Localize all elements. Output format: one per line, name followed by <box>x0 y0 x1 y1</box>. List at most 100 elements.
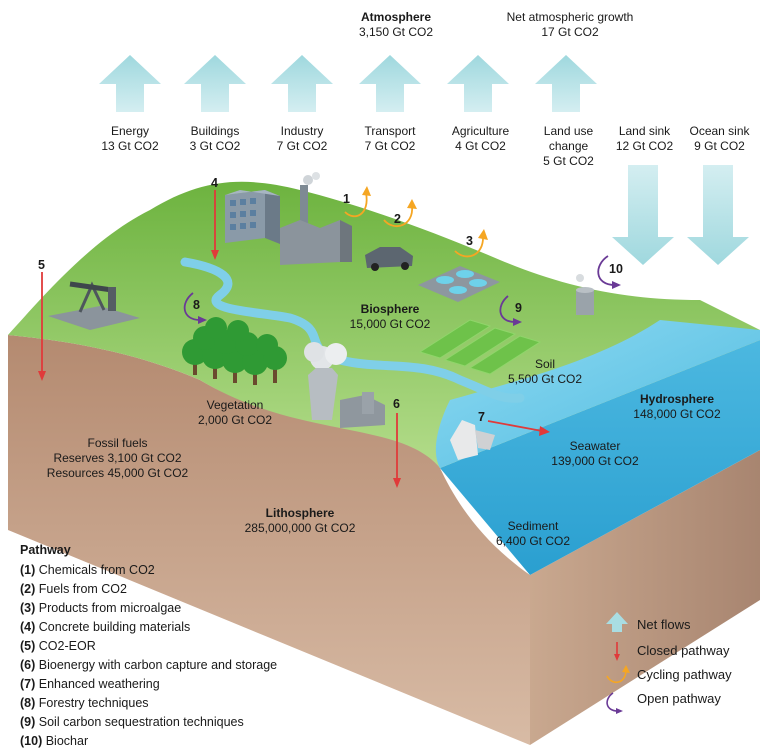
industry-flow-arrow <box>271 55 333 112</box>
closed-arrow-7 <box>487 420 543 432</box>
flow-industry: Industry 7 Gt CO2 <box>267 124 337 154</box>
cycling-arrow-2 <box>383 205 413 228</box>
agriculture-flow-arrow <box>447 55 509 112</box>
fossil-fuels-reserves: Reserves 3,100 Gt CO2 <box>53 451 182 465</box>
pathway-item-num: (7) <box>20 677 36 691</box>
oil-pump <box>48 281 140 330</box>
block-right-earth <box>530 450 760 745</box>
flow-agriculture: Agriculture 4 Gt CO2 <box>443 124 518 154</box>
flow-land-use-name-2: change <box>548 139 589 153</box>
open-arrow-10 <box>597 255 616 286</box>
flow-buildings-name: Buildings <box>190 124 240 138</box>
lithosphere-title: Lithosphere <box>265 506 335 520</box>
seawater-title: Seawater <box>569 439 621 453</box>
key-net-flows-label: Net flows <box>637 617 691 632</box>
pathway-item-label: Soil carbon sequestration techniques <box>38 715 244 729</box>
sink-land: Land sink 12 Gt CO2 <box>607 124 682 154</box>
fossil-fuels-title: Fossil fuels <box>87 436 148 450</box>
biochar-silo <box>576 274 594 315</box>
pathway-item: (8) Forestry techniques <box>20 694 277 713</box>
net-flows-key-icon <box>606 612 628 632</box>
sink-ocean: Ocean sink 9 Gt CO2 <box>682 124 757 154</box>
pathway-item-label: Enhanced weathering <box>38 677 160 691</box>
sink-land-value: 12 Gt CO2 <box>615 139 674 153</box>
vegetation-label: Vegetation 2,000 Gt CO2 <box>180 398 290 428</box>
flow-land-use-name-1: Land use <box>543 124 594 138</box>
pathway-item-label: Bioenergy with carbon capture and storag… <box>38 658 278 672</box>
atmosphere-value: 3,150 Gt CO2 <box>358 25 434 39</box>
pathway-item-num: (8) <box>20 696 36 710</box>
pathway-legend: Pathway (1) Chemicals from CO2 (2) Fuels… <box>20 541 277 751</box>
net-growth-label: Net atmospheric growth 17 Gt CO2 <box>490 10 650 40</box>
microalgae-ponds <box>418 266 500 302</box>
pathway-item-num: (4) <box>20 620 36 634</box>
pathway-number-5: 5 <box>38 258 45 272</box>
flow-energy-name: Energy <box>110 124 150 138</box>
land-sink-arrow <box>612 165 674 265</box>
soil-title: Soil <box>534 357 555 371</box>
soil-label: Soil 5,500 Gt CO2 <box>495 357 595 387</box>
pathway-item-num: (5) <box>20 639 36 653</box>
closed-pathway-key-icon <box>614 654 620 661</box>
pathway-item-num: (6) <box>20 658 36 672</box>
energy-flow-arrow <box>99 55 161 112</box>
flow-energy-value: 13 Gt CO2 <box>101 139 159 153</box>
flow-industry-value: 7 Gt CO2 <box>276 139 328 153</box>
pathway-item-num: (10) <box>20 734 43 748</box>
buildings-flow-arrow <box>184 55 246 112</box>
pathway-item-label: CO2-EOR <box>38 639 96 653</box>
flow-buildings-value: 3 Gt CO2 <box>189 139 241 153</box>
soil-value: 5,500 Gt CO2 <box>507 372 583 386</box>
soil-fields <box>418 319 542 375</box>
pathway-number-3: 3 <box>466 234 473 248</box>
fossil-fuels-resources: Resources 45,000 Gt CO2 <box>46 466 189 480</box>
factory <box>280 172 352 265</box>
seawater-label: Seawater 139,000 Gt CO2 <box>535 439 655 469</box>
ocean-surface <box>435 320 760 468</box>
sediment-label: Sediment 6,400 Gt CO2 <box>478 519 588 549</box>
forest <box>182 317 287 385</box>
river <box>180 257 525 403</box>
pathway-item: (6) Bioenergy with carbon capture and st… <box>20 656 277 675</box>
power-plant <box>304 342 385 428</box>
pathway-item: (2) Fuels from CO2 <box>20 580 277 599</box>
pathway-number-9: 9 <box>515 301 522 315</box>
flow-energy: Energy 13 Gt CO2 <box>95 124 165 154</box>
flow-agriculture-name: Agriculture <box>451 124 510 138</box>
pathway-number-7: 7 <box>478 410 485 424</box>
flow-transport-value: 7 Gt CO2 <box>364 139 416 153</box>
weathering-rocks <box>450 420 495 460</box>
atmosphere-title: Atmosphere <box>360 10 431 24</box>
pathway-item-num: (3) <box>20 601 36 615</box>
pathway-item-label: Products from microalgae <box>38 601 182 615</box>
pathway-number-8: 8 <box>193 298 200 312</box>
flow-industry-name: Industry <box>280 124 324 138</box>
fossil-fuels-label: Fossil fuels Reserves 3,100 Gt CO2 Resou… <box>25 436 210 481</box>
vegetation-value: 2,000 Gt CO2 <box>197 413 273 427</box>
cycling-pathway-arrows <box>344 186 488 258</box>
open-arrow-9 <box>499 295 516 323</box>
pathway-item-num: (9) <box>20 715 36 729</box>
cycling-arrow-1 <box>344 192 368 218</box>
sediment-title: Sediment <box>507 519 559 533</box>
pathway-item: (7) Enhanced weathering <box>20 675 277 694</box>
pathway-item: (3) Products from microalgae <box>20 599 277 618</box>
cycling-arrow-3 <box>454 235 484 258</box>
land-use-flow-arrow <box>535 55 597 112</box>
net-flow-arrows <box>99 55 597 112</box>
atmosphere-label: Atmosphere 3,150 Gt CO2 <box>346 10 446 40</box>
pathway-item-label: Forestry techniques <box>38 696 149 710</box>
net-growth-value: 17 Gt CO2 <box>541 25 599 39</box>
key-cycling-label: Cycling pathway <box>637 667 732 682</box>
open-arrow-8 <box>183 292 201 321</box>
pathway-item-num: (2) <box>20 582 36 596</box>
vegetation-title: Vegetation <box>206 398 264 412</box>
pathway-legend-title: Pathway <box>20 543 71 557</box>
pathway-item: (5) CO2-EOR <box>20 637 277 656</box>
pathway-item: (1) Chemicals from CO2 <box>20 561 277 580</box>
car <box>365 247 413 271</box>
closed-pathway-arrows <box>38 190 550 488</box>
pathway-item-label: Concrete building materials <box>38 620 191 634</box>
pathway-number-2: 2 <box>394 212 401 226</box>
